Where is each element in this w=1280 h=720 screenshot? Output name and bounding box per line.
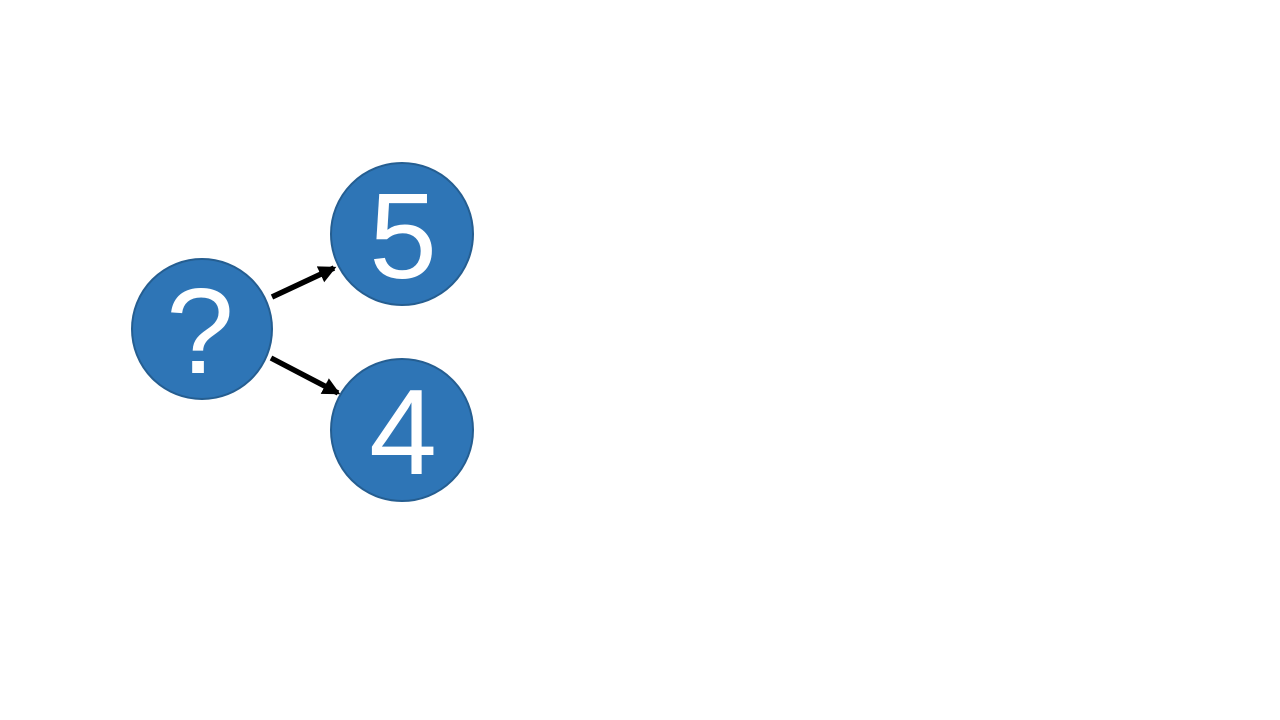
node-circle-5 xyxy=(330,162,474,306)
node-circle-4 xyxy=(330,358,474,502)
edge-question-to-5 xyxy=(270,265,337,300)
node-label-5: 5 xyxy=(369,168,437,304)
node-label-4: 4 xyxy=(369,364,437,500)
node-label-question: ? xyxy=(166,263,234,399)
node-circle-question xyxy=(131,258,273,400)
edge-question-to-4 xyxy=(269,355,341,396)
